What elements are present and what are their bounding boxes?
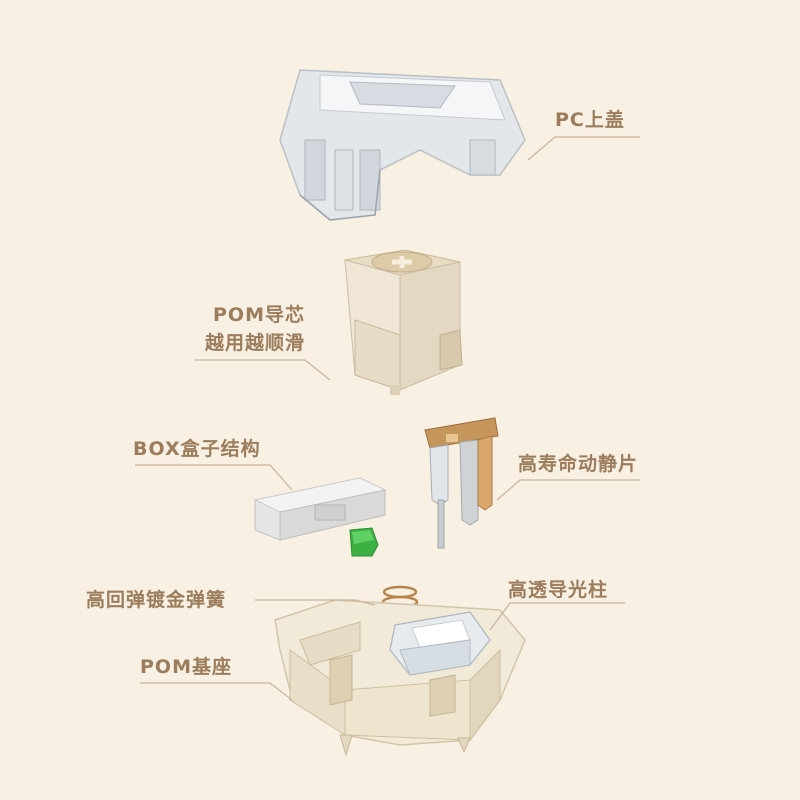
label-gold-spring: 高回弹镀金弹簧 [86, 589, 227, 611]
label-contact-leaf: 高寿命动静片 [518, 453, 639, 475]
leader-pc-cover [527, 136, 640, 161]
pom-stem [344, 249, 463, 395]
label-pom-stem-line1: POM导芯 [213, 304, 305, 326]
pc-top-housing [279, 69, 526, 221]
label-pom-base: POM基座 [140, 656, 232, 678]
label-pc-cover: PC上盖 [555, 109, 625, 131]
label-light-pipe: 高透导光柱 [508, 579, 609, 601]
box-structure-part [253, 477, 387, 557]
leader-spring [255, 599, 376, 606]
leader-base [140, 682, 293, 701]
leader-light-pipe [489, 602, 625, 631]
leader-lines [135, 136, 640, 701]
leader-pom-stem [195, 359, 331, 381]
leader-box [135, 464, 293, 491]
leader-contact [496, 479, 640, 501]
contact-leaf-part [424, 417, 499, 549]
label-pom-stem-line2: 越用越顺滑 [204, 332, 305, 354]
label-box-structure: BOX盒子结构 [133, 438, 261, 460]
pom-base-part [274, 599, 526, 757]
